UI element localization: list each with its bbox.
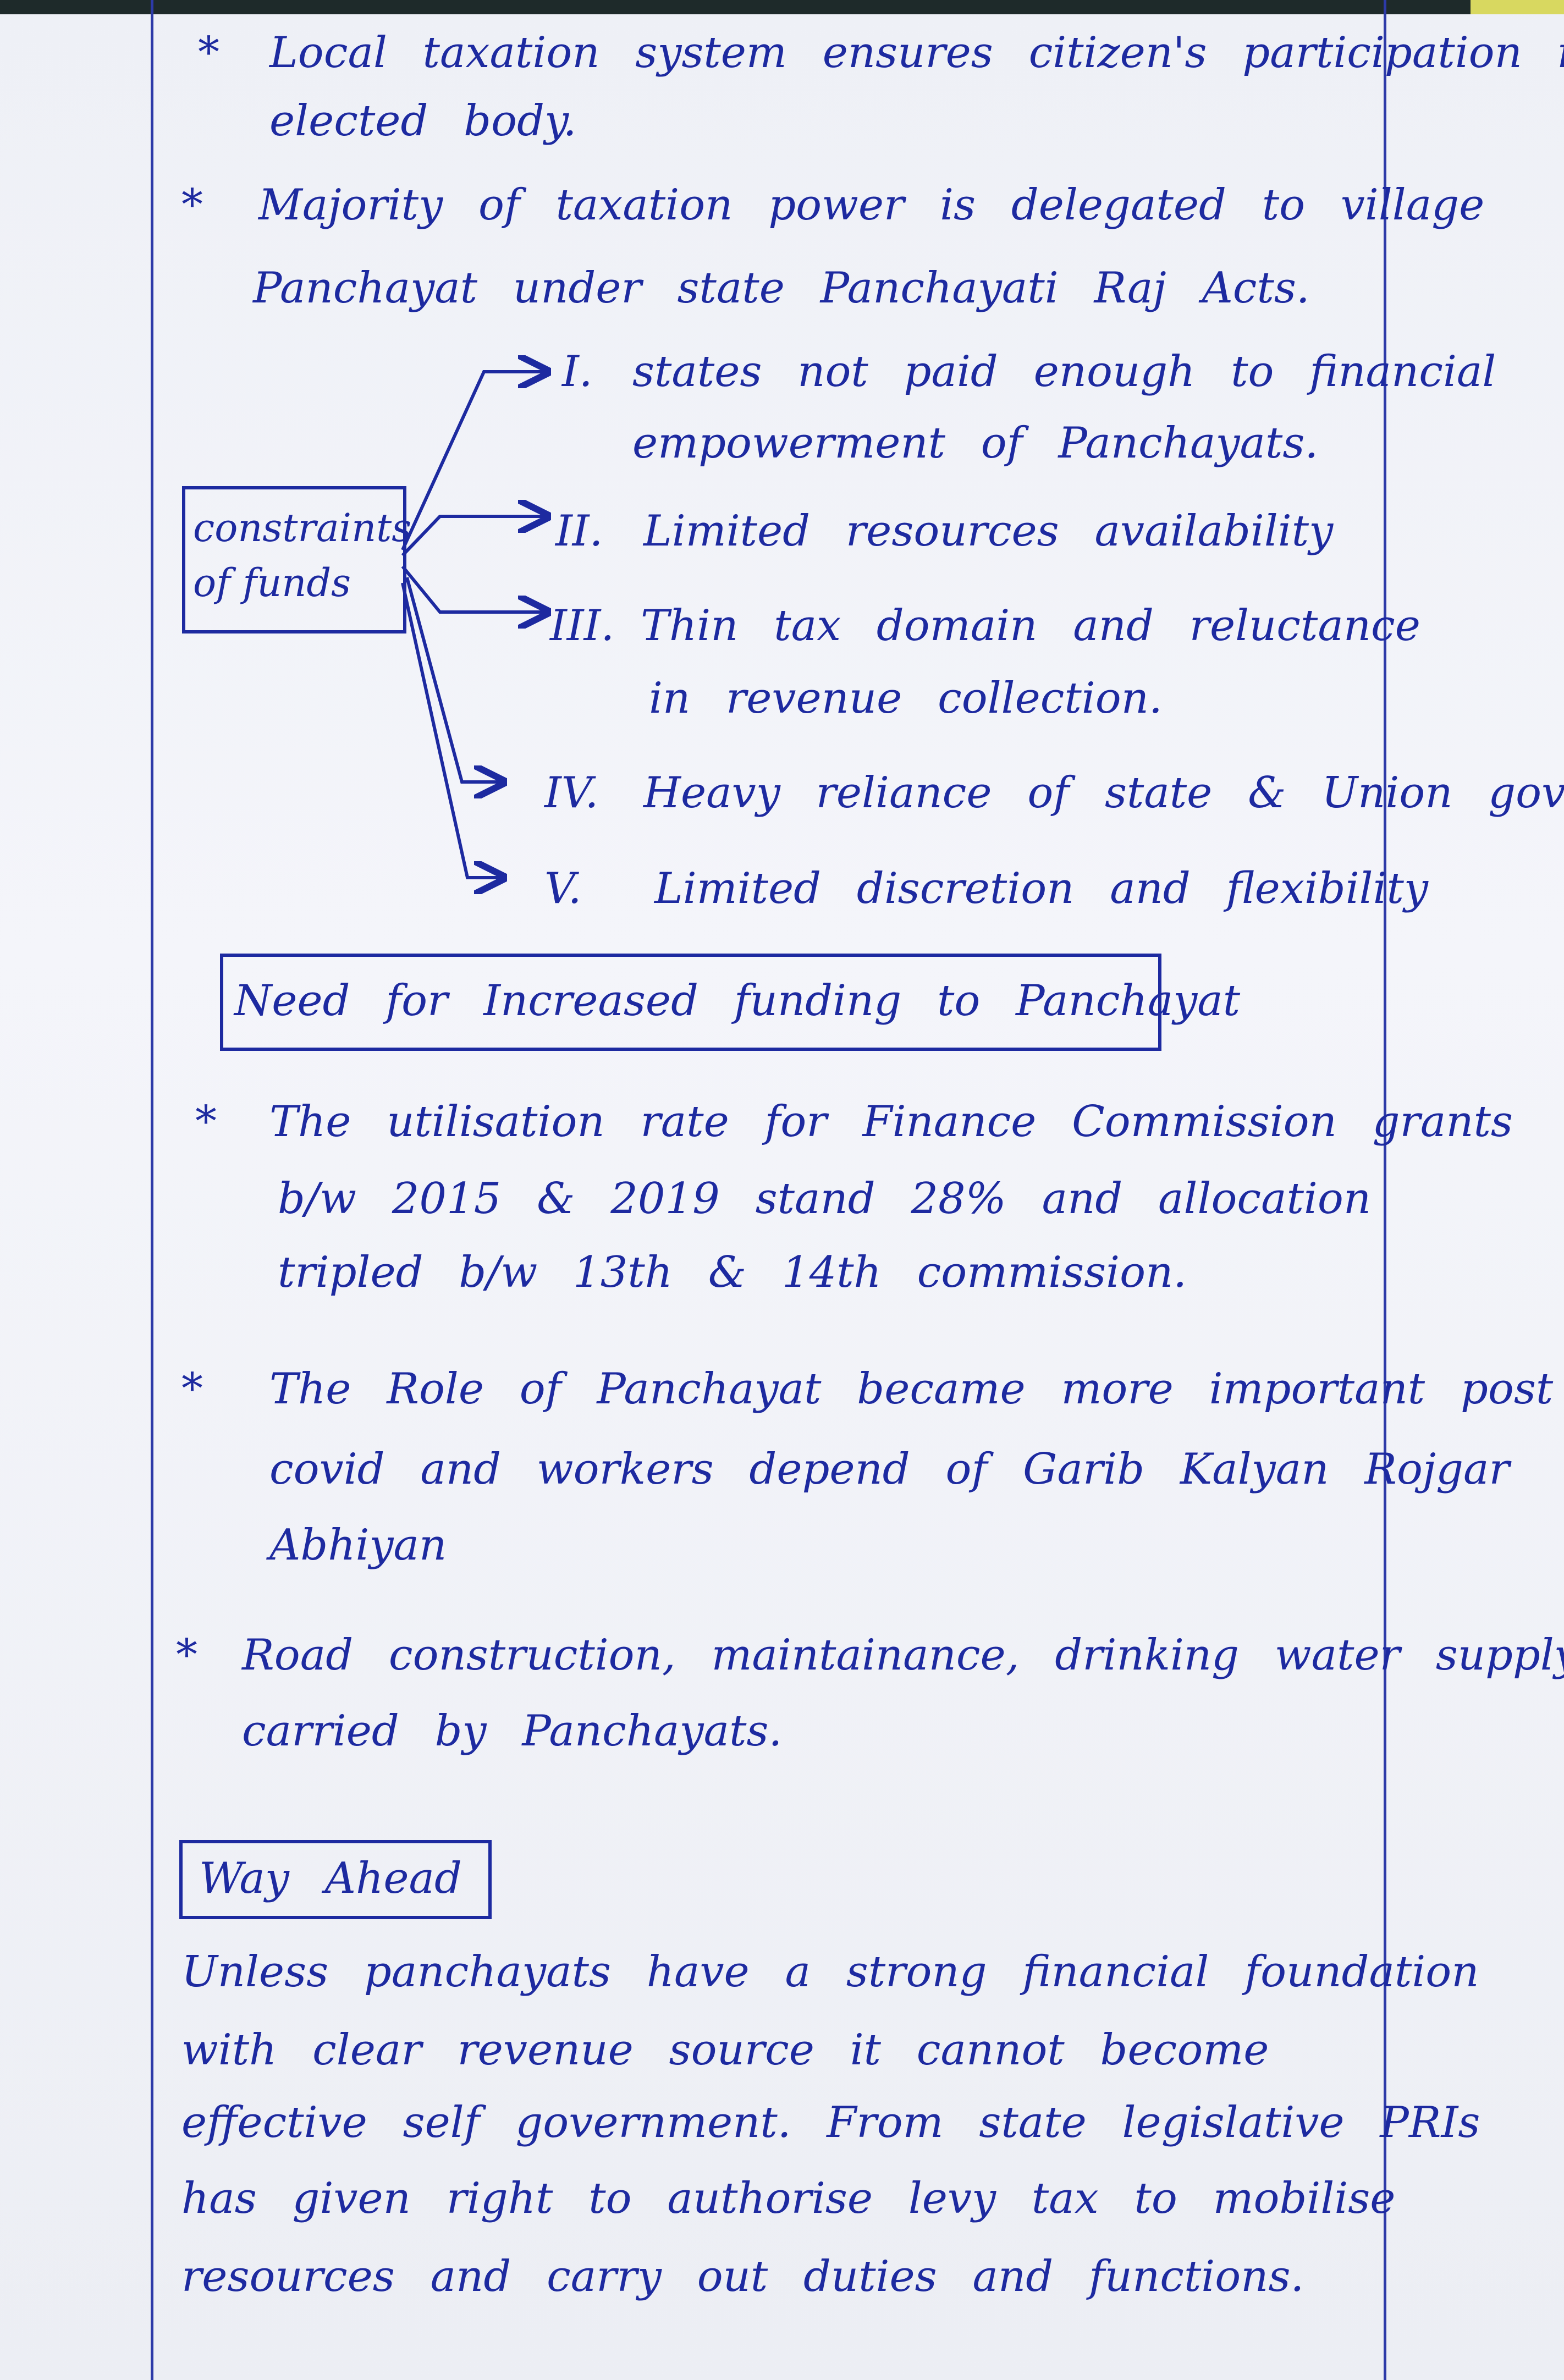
note-line: elected body.	[269, 96, 577, 146]
note-line: Abhiyan	[269, 1520, 447, 1570]
note-line: b/w 2015 & 2019 stand 28% and allocation	[278, 1174, 1372, 1224]
constraint-item: Limited resources availability	[643, 506, 1334, 556]
note-line: has given right to authorise levy tax to…	[181, 2174, 1396, 2223]
bullet: *	[195, 1097, 217, 1147]
note-line: tripled b/w 13th & 14th commission.	[278, 1248, 1187, 1297]
note-line: with clear revenue source it cannot beco…	[181, 2025, 1269, 2075]
item-number: I.	[562, 347, 593, 396]
item-number: IV.	[544, 768, 599, 818]
photo-top-edge	[0, 0, 1564, 14]
constraints-label: of funds	[193, 560, 351, 605]
note-line: resources and carry out duties and funct…	[181, 2252, 1304, 2301]
constraint-item: states not paid enough to financial	[632, 347, 1496, 396]
bullet: *	[181, 1364, 203, 1414]
constraint-item: Thin tax domain and reluctance	[641, 601, 1420, 651]
constraints-box: constraints of funds	[182, 486, 411, 633]
constraint-item: in revenue collection.	[649, 674, 1163, 723]
way-ahead-box: Way Ahead	[179, 1840, 492, 1919]
item-number: II.	[555, 506, 603, 556]
note-line: The utilisation rate for Finance Commiss…	[269, 1097, 1513, 1147]
note-line: Local taxation system ensures citizen's …	[269, 28, 1564, 78]
bullet: *	[181, 180, 203, 230]
constraint-item: Heavy reliance of state & Union govt.	[643, 768, 1564, 818]
bullet: *	[198, 28, 219, 78]
note-line: Majority of taxation power is delegated …	[258, 180, 1485, 230]
bullet: *	[176, 1630, 197, 1680]
note-line: carried by Panchayats.	[242, 1706, 783, 1756]
note-line: covid and workers depend of Garib Kalyan…	[269, 1445, 1510, 1494]
note-line: Panchayat under state Panchayati Raj Act…	[253, 263, 1310, 313]
note-line: Unless panchayats have a strong financia…	[181, 1947, 1479, 1997]
section-heading: Need for Increased funding to Panchayat	[234, 976, 1241, 1026]
highlighter-mark	[1471, 0, 1564, 14]
note-line: The Role of Panchayat became more import…	[269, 1364, 1554, 1414]
item-number: III.	[550, 601, 615, 651]
note-line: Road construction, maintainance, drinkin…	[242, 1630, 1564, 1680]
item-number: V.	[544, 864, 582, 913]
note-line: effective self government. From state le…	[181, 2098, 1480, 2147]
left-margin-line	[151, 0, 153, 2380]
constraints-label: constraints	[193, 505, 412, 550]
section-heading: Way Ahead	[199, 1854, 462, 1903]
constraint-item: empowerment of Panchayats.	[632, 418, 1319, 468]
need-heading-box: Need for Increased funding to Panchayat	[220, 954, 1240, 1051]
constraint-item: Limited discretion and flexibility	[654, 864, 1428, 913]
right-margin-line	[1384, 0, 1386, 2380]
